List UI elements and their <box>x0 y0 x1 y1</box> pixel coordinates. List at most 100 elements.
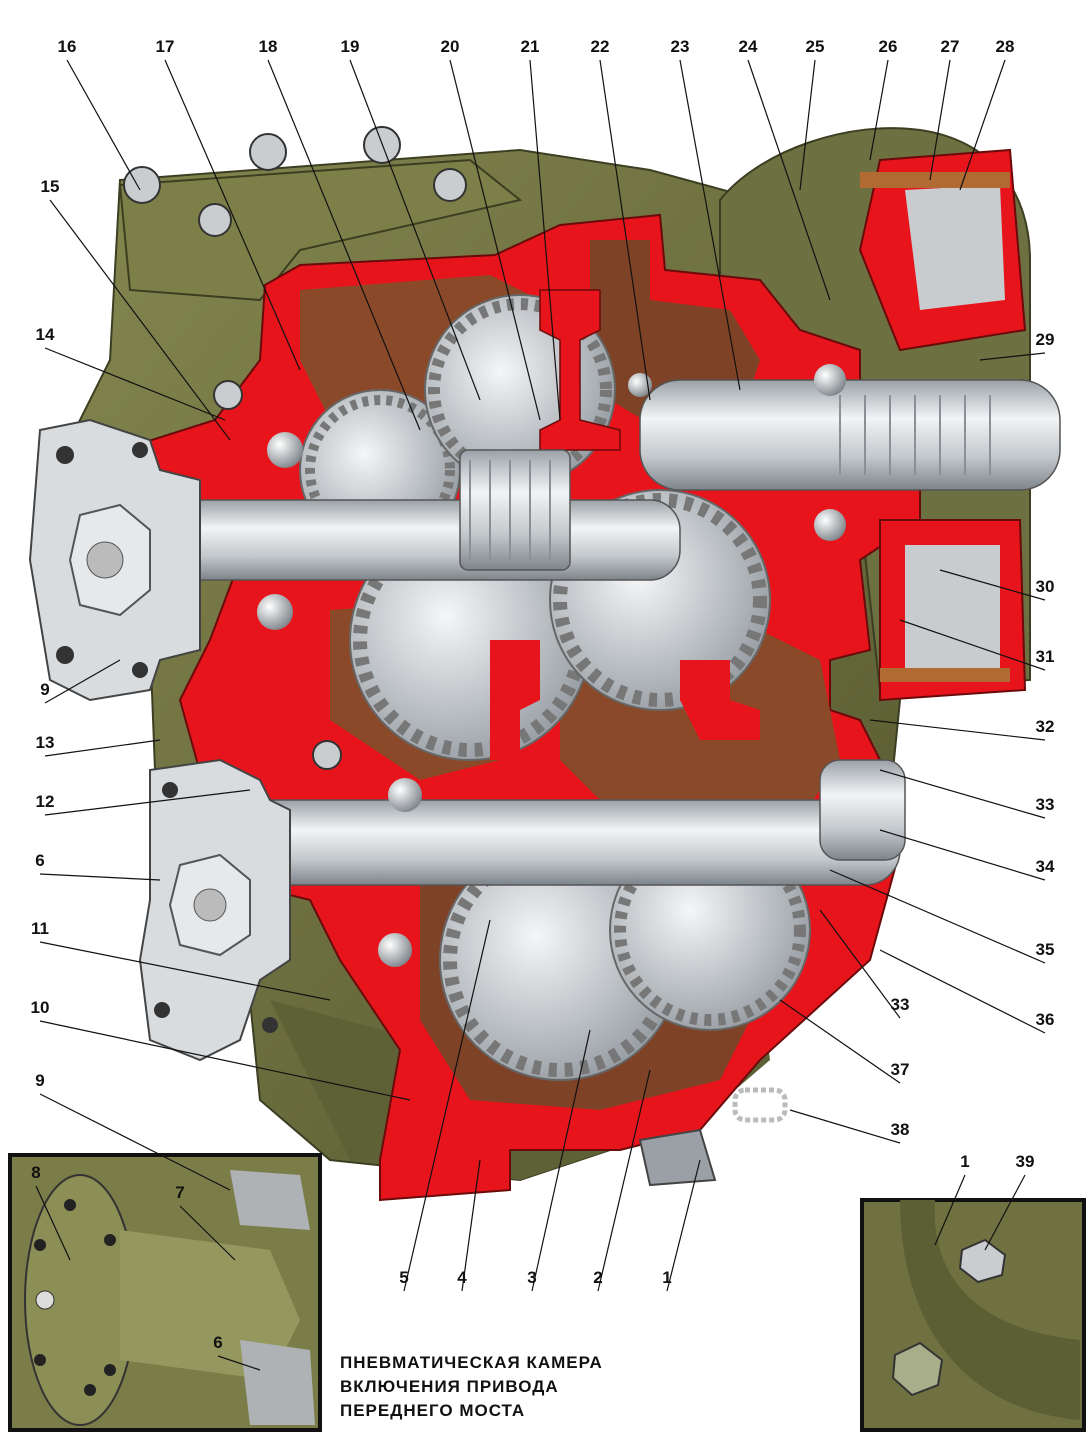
callout-number: 1 <box>960 1152 969 1171</box>
callout-number: 6 <box>213 1333 222 1352</box>
callout-number: 9 <box>35 1071 44 1090</box>
leader-line <box>899 619 1046 671</box>
spring <box>732 1087 788 1123</box>
leader-line <box>929 59 951 181</box>
callout-number: 32 <box>1036 717 1055 736</box>
callout-number: 23 <box>671 37 690 56</box>
callout-number: 11 <box>31 919 49 938</box>
bearing-balls <box>257 364 846 967</box>
leader-line <box>939 569 1046 601</box>
callout-number: 10 <box>31 998 50 1017</box>
upper-flange <box>28 418 201 702</box>
leader-line <box>597 1069 651 1292</box>
callout-number: 17 <box>156 37 175 56</box>
leader-line <box>403 919 491 1292</box>
leader-line <box>959 59 1006 191</box>
leader-line <box>666 1159 701 1292</box>
leader-line <box>267 59 421 431</box>
callout-number: 26 <box>879 37 898 56</box>
callout-number: 24 <box>739 37 758 56</box>
leader-line <box>679 59 741 391</box>
callout-number: 30 <box>1036 577 1055 596</box>
callout-number: 34 <box>1036 857 1055 876</box>
leader-line <box>799 59 816 191</box>
callout-number: 29 <box>1036 330 1055 349</box>
leader-line <box>819 909 901 1019</box>
leader-line <box>179 1205 236 1261</box>
leader-line <box>879 769 1046 819</box>
callout-number: 1 <box>662 1268 671 1287</box>
leader-line <box>531 1029 591 1292</box>
callout-number: 20 <box>441 37 460 56</box>
caption: ПНЕВМАТИЧЕСКАЯ КАМЕРА ВКЛЮЧЕНИЯ ПРИВОДА … <box>340 1353 603 1420</box>
callout-number: 31 <box>1036 647 1055 666</box>
callout-number: 2 <box>593 1268 602 1287</box>
lower-shaft <box>199 759 906 886</box>
inset-plug-detail <box>860 1198 1086 1432</box>
gear-web-section <box>490 640 540 760</box>
gear-web-section <box>680 660 760 740</box>
callout-number: 36 <box>1036 1010 1055 1029</box>
leader-line <box>44 789 251 816</box>
callout-number: 7 <box>175 1183 184 1202</box>
caption-line-2: ВКЛЮЧЕНИЯ ПРИВОДА <box>340 1377 559 1396</box>
leader-line <box>879 949 1046 1034</box>
leader-line <box>39 941 331 1001</box>
callout-number: 12 <box>36 792 55 811</box>
leader-line <box>934 1174 966 1246</box>
leader-line <box>217 1355 261 1371</box>
callout-number: 28 <box>996 37 1015 56</box>
callout-number: 6 <box>35 851 44 870</box>
leader-line <box>164 59 301 371</box>
leader-line <box>779 999 901 1084</box>
leader-line <box>39 1093 231 1191</box>
callout-number: 14 <box>36 325 55 344</box>
upper-shaft <box>119 379 1061 581</box>
gear-web-section <box>539 289 621 451</box>
inset-flange-detail <box>8 1153 322 1432</box>
leader-line <box>789 1109 901 1144</box>
leader-line <box>869 59 889 161</box>
callout-number: 9 <box>40 680 49 699</box>
callout-number: 21 <box>521 37 540 56</box>
caption-line-1: ПНЕВМАТИЧЕСКАЯ КАМЕРА <box>340 1353 603 1372</box>
callout-number: 22 <box>591 37 610 56</box>
callout-number: 19 <box>341 37 360 56</box>
callout-number: 4 <box>457 1268 467 1287</box>
leader-line <box>879 829 1046 881</box>
callout-number: 35 <box>1036 940 1055 959</box>
leader-line <box>747 59 831 301</box>
callout-number: 15 <box>41 177 60 196</box>
leader-line <box>349 59 481 401</box>
leader-line <box>449 59 541 421</box>
leader-line <box>35 1185 71 1261</box>
callout-number: 27 <box>941 37 960 56</box>
leader-line <box>829 869 1046 964</box>
callout-number: 13 <box>36 733 55 752</box>
leader-line <box>39 873 161 881</box>
leader-line <box>44 347 226 421</box>
caption-line-3: ПЕРЕДНЕГО МОСТА <box>340 1401 525 1420</box>
callout-number: 8 <box>31 1163 40 1182</box>
drain-plug <box>638 1128 717 1187</box>
leader-line <box>44 739 161 757</box>
callout-number: 37 <box>891 1060 910 1079</box>
leader-line <box>984 1174 1026 1251</box>
leader-line <box>49 199 231 441</box>
leader-line <box>529 59 561 421</box>
leader-line <box>461 1159 481 1292</box>
leader-line <box>979 352 1046 361</box>
callout-number: 25 <box>806 37 825 56</box>
cover-bolts <box>123 126 467 770</box>
callout-number: 39 <box>1016 1152 1035 1171</box>
leader-line <box>39 1020 411 1101</box>
leader-line <box>869 719 1046 741</box>
callout-number: 38 <box>891 1120 910 1139</box>
callout-number: 5 <box>399 1268 408 1287</box>
callout-number: 3 <box>527 1268 536 1287</box>
callout-number: 18 <box>259 37 278 56</box>
leader-line <box>599 59 651 401</box>
